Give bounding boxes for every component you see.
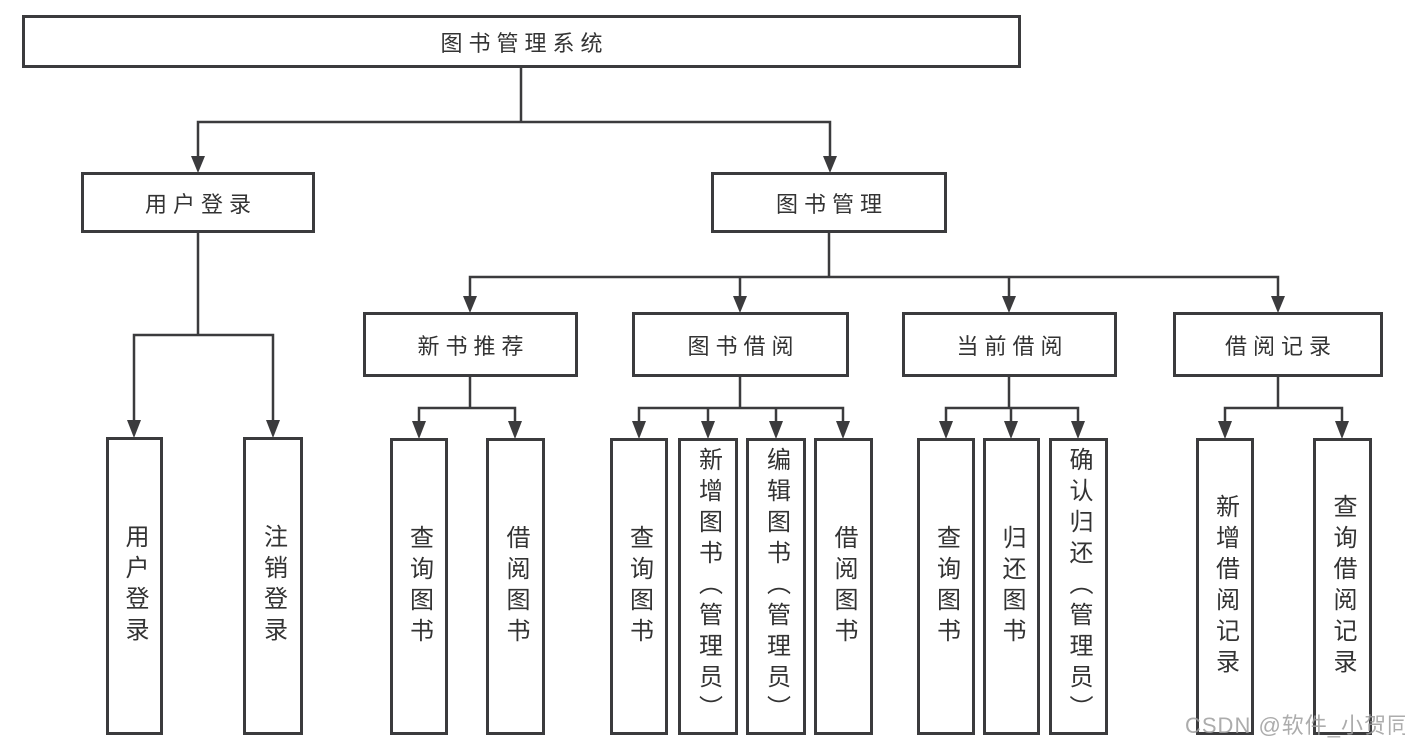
- node-label: 借阅记录: [1224, 333, 1337, 359]
- node-user-login-leaf: 用户登录: [106, 437, 163, 735]
- arrowhead-add-book: [701, 421, 715, 439]
- node-return-books: 归还图书: [983, 438, 1040, 735]
- node-query-borrow-record: 查询借阅记录: [1313, 438, 1372, 735]
- csdn-watermark: CSDN @软件_小贺同学: [1185, 713, 1405, 738]
- node-label: 注销登录: [259, 524, 287, 648]
- node-label: 图书管理: [775, 191, 888, 217]
- node-library-management-system: 图书管理系统: [22, 15, 1021, 68]
- arrowhead-return-books: [1004, 421, 1018, 439]
- node-logout-leaf: 注销登录: [243, 437, 303, 735]
- connector-borrow-records-branch: [1223, 406, 1344, 421]
- connector-book-management-branch: [468, 275, 1280, 296]
- node-label: 归还图书: [998, 524, 1025, 649]
- arrowhead-user-login-leaf: [127, 420, 141, 438]
- node-label: 借阅图书: [830, 524, 857, 649]
- node-label: 新增借阅记录: [1211, 493, 1239, 680]
- arrowhead-query-borrow-record: [1335, 421, 1349, 439]
- arrowhead-confirm-return: [1071, 421, 1085, 439]
- arrowhead-new-book-recommendation: [463, 296, 477, 313]
- node-edit-book-admin: 编辑图书（管理员）: [746, 438, 806, 735]
- node-label: 图书借阅: [687, 333, 800, 359]
- node-label: 查询图书: [625, 524, 653, 649]
- connector-root-branch: [196, 120, 832, 156]
- node-query-books-1: 查询图书: [390, 438, 448, 735]
- arrowhead-borrow-books-2: [836, 421, 850, 439]
- node-borrow-books-2: 借阅图书: [814, 438, 873, 735]
- node-borrowing-records: 借阅记录: [1173, 312, 1383, 377]
- node-label: 用户登录: [144, 191, 257, 217]
- arrowhead-borrowing-records: [1271, 296, 1285, 313]
- connector-user-login-branch: [132, 333, 275, 420]
- node-add-book-admin: 新增图书（管理员）: [678, 438, 738, 735]
- arrowhead-query-books-2: [632, 421, 646, 439]
- node-label: 编辑图书（管理员）: [762, 447, 790, 726]
- node-query-books-2: 查询图书: [610, 438, 668, 735]
- node-book-borrowing: 图书借阅: [632, 312, 849, 377]
- node-label: 查询图书: [932, 524, 960, 649]
- connector-new-book-branch: [417, 406, 517, 421]
- arrowhead-edit-book: [769, 421, 783, 439]
- arrowhead-add-borrow-record: [1218, 421, 1232, 439]
- node-book-management: 图书管理: [711, 172, 947, 233]
- node-current-borrowing: 当前借阅: [902, 312, 1117, 377]
- arrowhead-borrow-books-1: [508, 421, 522, 439]
- node-add-borrow-record: 新增借阅记录: [1196, 438, 1254, 735]
- arrowhead-user-login: [191, 156, 205, 173]
- node-user-login: 用户登录: [81, 172, 315, 233]
- node-new-book-recommendation: 新书推荐: [363, 312, 578, 377]
- node-query-books-3: 查询图书: [917, 438, 975, 735]
- arrowhead-logout-leaf: [266, 420, 280, 438]
- node-label: 用户登录: [121, 524, 148, 648]
- node-label: 当前借阅: [956, 333, 1069, 359]
- node-confirm-return-admin: 确认归还（管理员）: [1049, 438, 1108, 735]
- node-label: 新书推荐: [417, 333, 530, 359]
- node-label: 图书管理系统: [440, 30, 609, 56]
- connector-current-borrow-branch: [944, 406, 1080, 421]
- node-label: 新增图书（管理员）: [694, 447, 722, 726]
- arrowhead-current-borrowing: [1002, 296, 1016, 313]
- node-borrow-books-1: 借阅图书: [486, 438, 545, 735]
- arrowhead-book-management: [823, 156, 837, 173]
- node-label: 查询图书: [405, 524, 433, 649]
- node-label: 借阅图书: [502, 524, 529, 649]
- connector-book-borrow-branch: [637, 406, 845, 421]
- arrowhead-query-books-1: [412, 421, 426, 439]
- node-label: 查询借阅记录: [1329, 493, 1356, 680]
- arrowhead-query-books-3: [939, 421, 953, 439]
- node-label: 确认归还（管理员）: [1065, 447, 1092, 726]
- arrowhead-book-borrowing: [733, 296, 747, 313]
